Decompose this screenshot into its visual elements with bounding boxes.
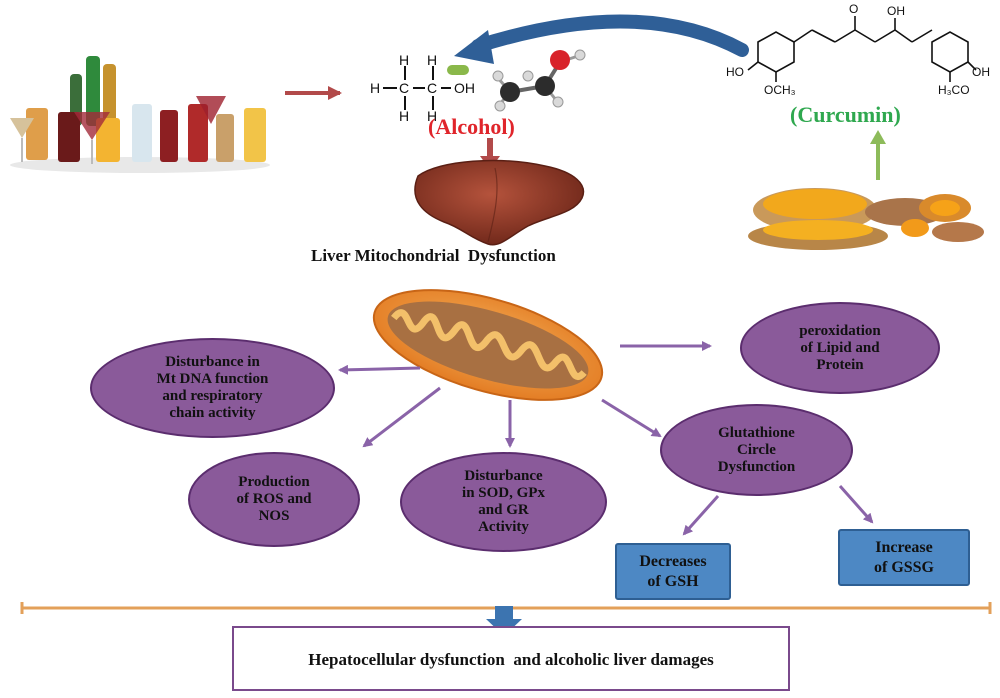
ethanol-oh: OH — [454, 80, 475, 96]
ethanol-h-bottom-2: H — [427, 108, 438, 124]
mitochondrion-effect-arrows — [338, 341, 874, 536]
final-outcome-text: Hepatocellular dysfunction and alcoholic… — [308, 650, 714, 669]
curcumin-ho-left-label: HO — [726, 65, 744, 79]
alcoholic-drinks-illustration — [10, 56, 270, 173]
ethanol-c-1: C — [399, 80, 410, 96]
ethanol-structure — [383, 66, 451, 110]
mtdna-disturbance-node: Disturbance in Mt DNA function and respi… — [90, 338, 335, 438]
liver-illustration — [414, 159, 585, 246]
ethanol-h-top-1: H — [399, 52, 410, 68]
gssg-increase-box: Increase of GSSG — [838, 529, 970, 586]
curcumin-label: (Curcumin) — [790, 102, 901, 127]
ethanol-ball-stick-model — [492, 49, 586, 112]
ros-nos-production-node: Production of ROS and NOS — [188, 452, 360, 547]
ethanol-h-top-2: H — [427, 52, 438, 68]
mitochondrion-illustration — [372, 289, 604, 401]
lipid-protein-peroxidation-node: peroxidation of Lipid and Protein — [740, 302, 940, 394]
curcumin-oh-top-label: OH — [887, 4, 905, 18]
turmeric-illustration — [748, 188, 984, 250]
curcumin-h3co-label: H₃CO — [938, 83, 970, 97]
curcumin-och3-label: OCH₃ — [764, 83, 796, 97]
electron-pair-marker — [447, 65, 469, 75]
curcumin-inhibits-alcohol-arrow — [454, 14, 749, 64]
ethanol-c-2: C — [427, 80, 438, 96]
curcumin-structure — [747, 16, 977, 82]
glutathione-circle-dysfunction-node: Glutathione Circle Dysfunction — [660, 404, 853, 496]
gsh-decrease-box: Decreases of GSH — [615, 543, 731, 600]
liver-dysfunction-title: Liver Mitochondrial Dysfunction — [311, 246, 556, 265]
alcohol-label: (Alcohol) — [428, 114, 515, 139]
curcumin-oh-right-label: OH — [972, 65, 990, 79]
sod-gpx-gr-disturbance-node: Disturbance in SOD, GPx and GR Activity — [400, 452, 607, 552]
curcumin-o-label: O — [849, 2, 859, 16]
final-outcome-box — [232, 626, 790, 691]
ethanol-h-bottom-1: H — [399, 108, 410, 124]
ethanol-h-left: H — [370, 80, 381, 96]
